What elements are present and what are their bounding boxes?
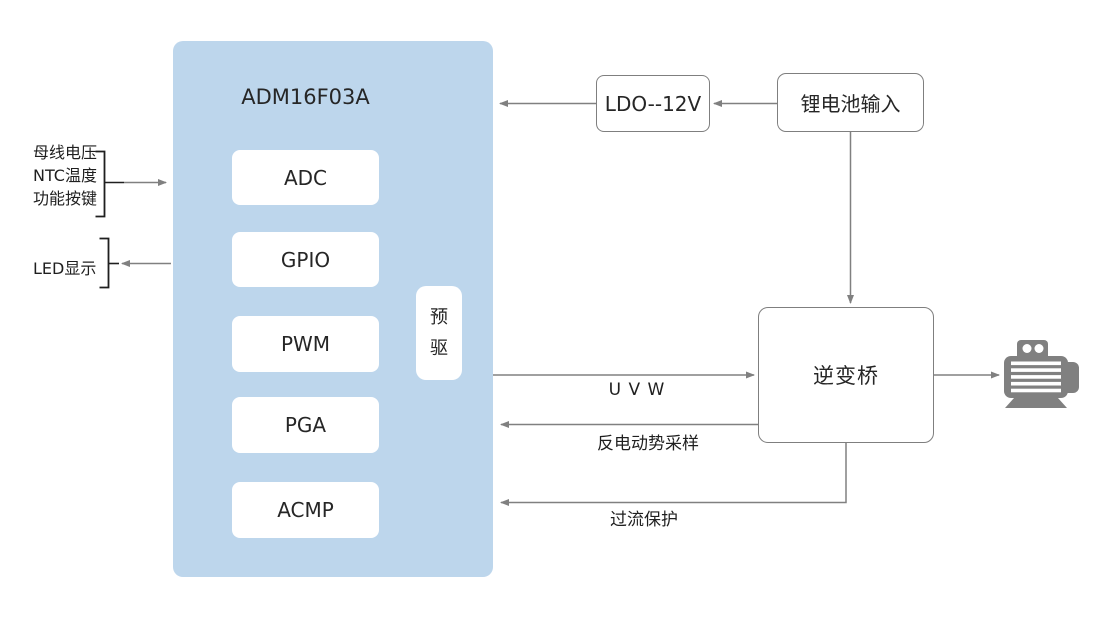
input-label-bus-voltage: 母线电压 xyxy=(33,143,98,162)
chip-module-acmp: ACMP xyxy=(232,482,379,538)
motor-terminal-dot xyxy=(1022,344,1032,353)
chip-module-gpio: GPIO xyxy=(232,232,379,287)
inverter-bridge-block: 逆变桥 xyxy=(758,307,934,443)
led-display-label: LED显示 xyxy=(33,259,97,278)
chip-module-adc: ADC xyxy=(232,150,379,205)
motor-icon xyxy=(1004,340,1079,408)
overcurrent-protection-label: 过流保护 xyxy=(610,510,678,530)
chip-title: ADM16F03A xyxy=(241,85,370,109)
chip-module-predriver: 预驱 xyxy=(416,286,462,380)
chip-module-pwm: PWM xyxy=(232,316,379,372)
uvw-signal-label: U V W xyxy=(608,380,666,400)
motor-terminal-dot xyxy=(1034,344,1044,353)
chip-module-pga: PGA xyxy=(232,397,379,453)
motor-base xyxy=(1005,398,1067,408)
back-emf-sampling-label: 反电动势采样 xyxy=(597,434,699,454)
input-label-function-keys: 功能按键 xyxy=(33,189,98,208)
input-label-ntc-temp: NTC温度 xyxy=(33,166,97,185)
input-signal-group: 母线电压 NTC温度 功能按键 xyxy=(33,141,97,210)
predriver-label: 预驱 xyxy=(430,307,448,359)
battery-input-block: 锂电池输入 xyxy=(777,73,924,132)
led-bracket xyxy=(99,237,110,289)
motor-cooling-fins xyxy=(1011,361,1061,393)
ldo-block: LDO--12V xyxy=(596,75,710,132)
input-group-bracket xyxy=(95,150,106,218)
ocp-arrow xyxy=(500,443,847,506)
